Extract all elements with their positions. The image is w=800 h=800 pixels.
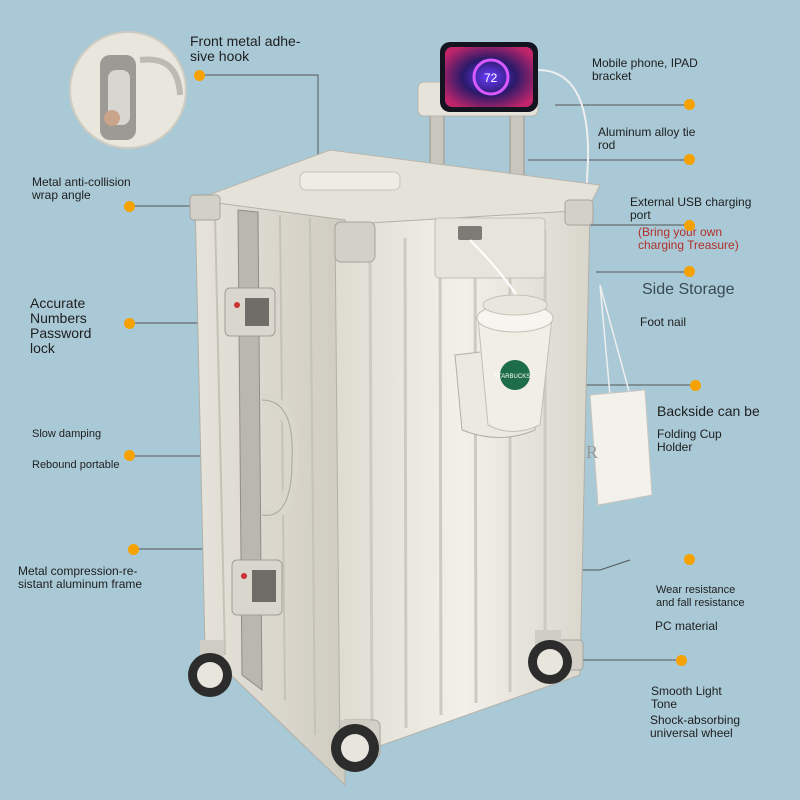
marker-wheel	[676, 655, 687, 666]
marker-rebound	[124, 450, 135, 461]
label-frame: Metal compression-re- sistant aluminum f…	[18, 564, 143, 591]
marker-password-lock	[124, 318, 135, 329]
label-pc-material: PC material	[655, 619, 718, 633]
usb-port	[458, 226, 482, 240]
hanging-bag: R	[586, 284, 653, 506]
wheels	[188, 630, 572, 772]
marker-frame	[128, 544, 139, 555]
label-wrap-angle: Metal anti-collision wrap angle	[32, 175, 131, 202]
phone: 72	[440, 42, 590, 221]
phone-screen-text: 72	[484, 71, 498, 85]
marker-cup-holder	[690, 380, 701, 391]
label-smooth: Smooth Light Tone	[651, 684, 722, 711]
label-cup-holder: Folding Cup Holder	[657, 427, 722, 454]
label-wear: Wear resistance and fall resistance	[656, 584, 745, 609]
marker-usb-port	[684, 220, 695, 231]
marker-wrap-angle	[124, 201, 135, 212]
label-usb-port: External USB charging port	[630, 195, 752, 222]
bag-letter: R	[586, 442, 598, 462]
label-rebound: Rebound portable	[32, 459, 120, 471]
suitcase-left-side	[194, 199, 346, 787]
marker-tie-rod	[684, 154, 695, 165]
label-phone-bracket: Mobile phone, IPAD bracket	[592, 56, 698, 83]
password-lock-bottom	[231, 559, 283, 616]
label-front-hook: Front metal adhe- sive hook	[190, 33, 301, 64]
label-backside: Backside can be	[657, 403, 760, 419]
folding-cup-holder: STARBUCKS	[454, 294, 554, 438]
marker-phone-bracket	[684, 99, 695, 110]
label-usb-note: (Bring your own charging Treasure)	[638, 225, 739, 252]
cup-brand-text: STARBUCKS	[494, 374, 530, 380]
marker-front-hook	[194, 70, 205, 81]
marker-side-storage	[684, 266, 695, 277]
label-foot-nail: Foot nail	[640, 315, 687, 329]
label-wheel: Shock-absorbing universal wheel	[650, 713, 741, 740]
marker-wear	[684, 554, 695, 565]
label-tie-rod: Aluminum alloy tie rod	[598, 125, 696, 152]
label-password-lock: Accurate Numbers Password lock	[30, 295, 92, 356]
label-slow-damping: Slow damping	[32, 428, 102, 440]
label-side-storage: Side Storage	[642, 281, 735, 298]
hook-inset	[69, 31, 187, 149]
password-lock-top	[224, 287, 276, 337]
